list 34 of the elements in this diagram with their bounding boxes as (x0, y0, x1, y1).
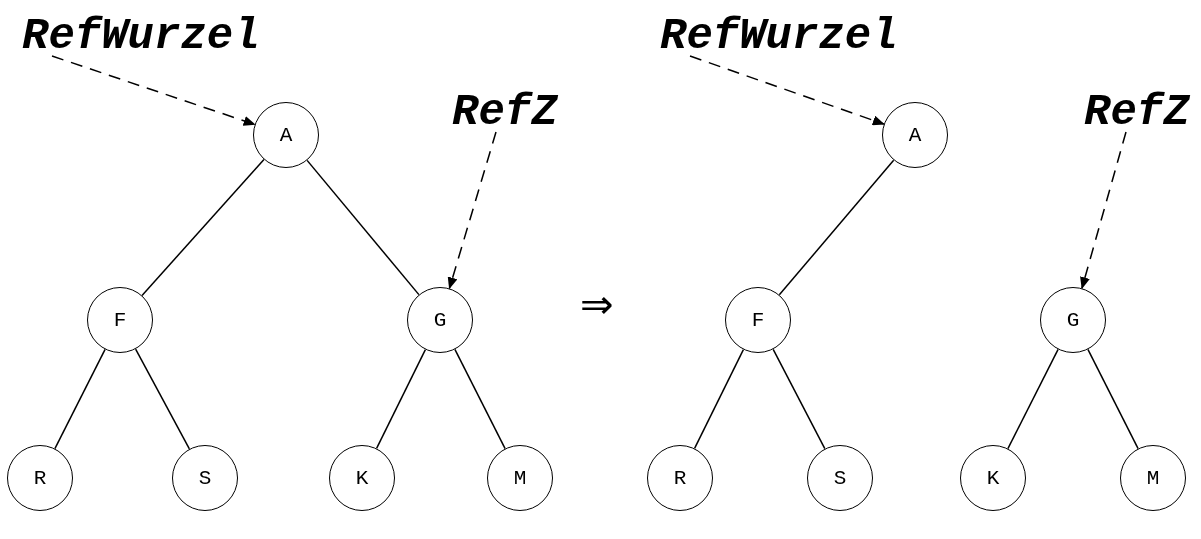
tree-node-circle: A (882, 102, 948, 168)
tree-edge (134, 348, 191, 450)
tree-node-circle: S (807, 445, 873, 511)
pointer-label: RefWurzel (660, 14, 898, 58)
pointer-label: RefWurzel (22, 14, 260, 58)
tree-node-circle: F (87, 287, 153, 353)
tree-edge (454, 348, 506, 450)
tree-edge (778, 159, 895, 296)
tree-node-circle: M (487, 445, 553, 511)
tree-node-circle: R (7, 445, 73, 511)
tree-edge (772, 348, 826, 450)
pointer-label: RefZ (1084, 90, 1190, 134)
tree-node-circle: K (329, 445, 395, 511)
implies-symbol: ⇒ (580, 284, 614, 324)
tree-edge (306, 159, 420, 296)
tree-edge (375, 348, 427, 450)
dashed-arrow (689, 55, 885, 126)
tree-edge (1087, 348, 1139, 450)
tree-node-circle: G (1040, 287, 1106, 353)
tree-edge (1007, 348, 1059, 450)
tree-node-circle: F (725, 287, 791, 353)
tree-node-circle: G (407, 287, 473, 353)
tree-edge (54, 348, 106, 450)
dashed-arrow (51, 55, 256, 126)
tree-node-circle: K (960, 445, 1026, 511)
dashed-arrow (1080, 131, 1127, 290)
tree-edge (693, 348, 745, 450)
tree-edge (141, 158, 265, 297)
tree-node-circle: A (253, 102, 319, 168)
tree-node-circle: M (1120, 445, 1186, 511)
dashed-arrow (447, 131, 497, 290)
tree-node-circle: S (172, 445, 238, 511)
pointer-label: RefZ (452, 90, 558, 134)
tree-node-circle: R (647, 445, 713, 511)
